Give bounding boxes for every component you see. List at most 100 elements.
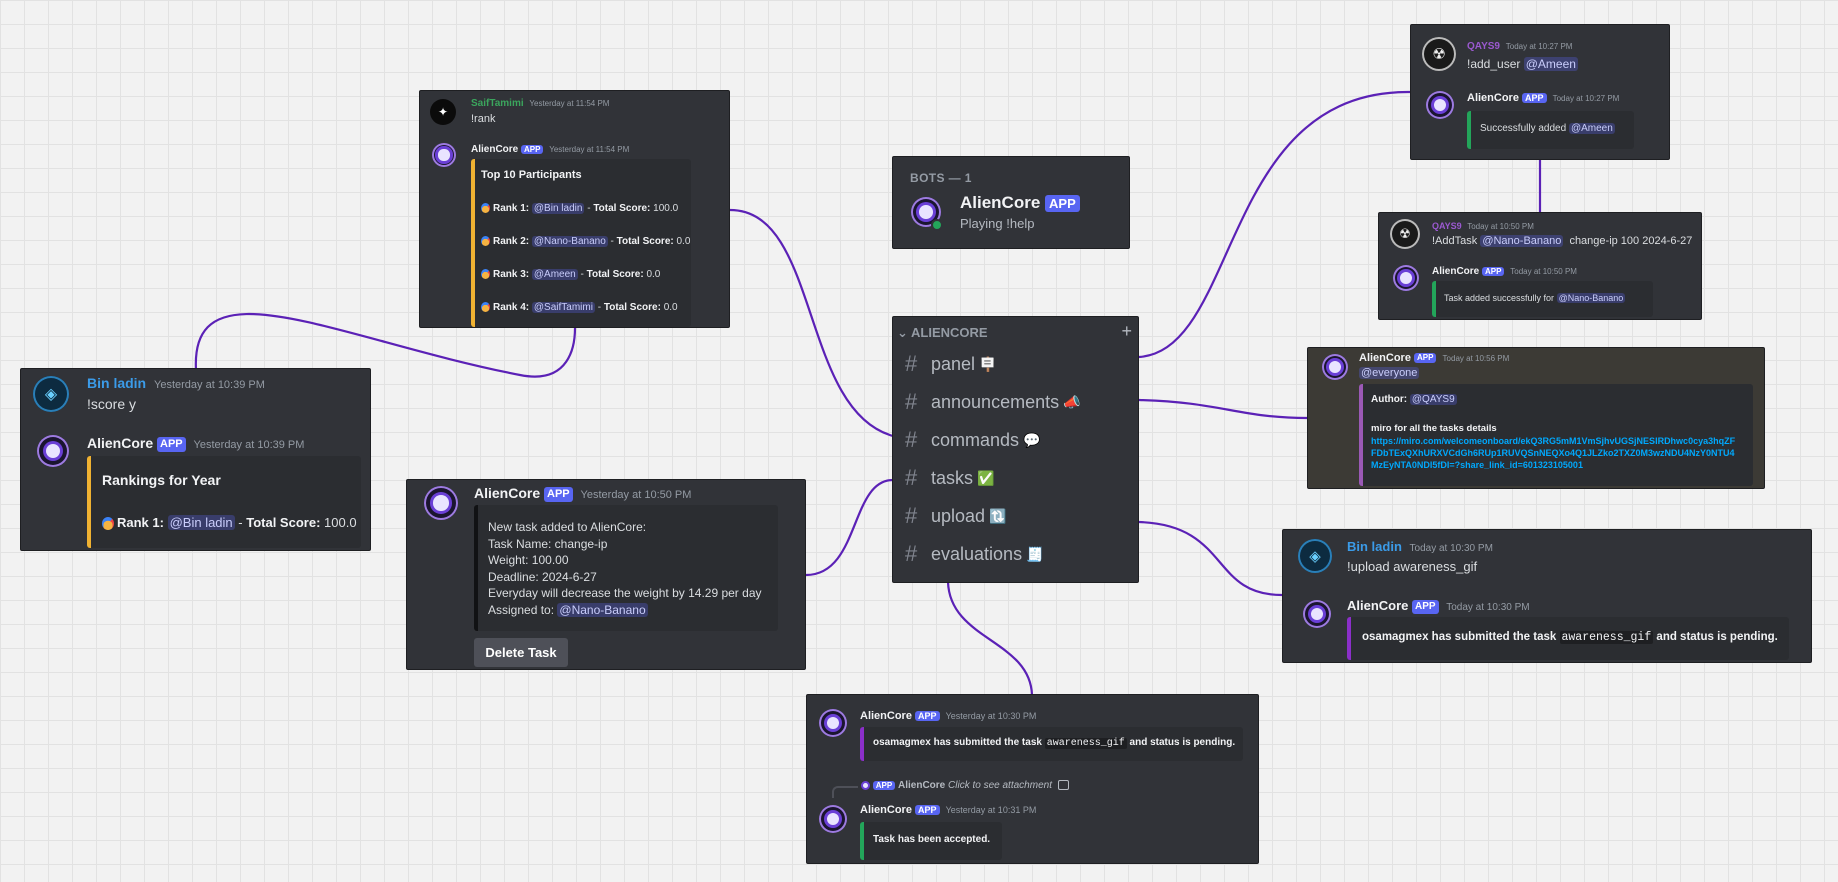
aliencore-avatar[interactable]: [424, 486, 458, 520]
rank-label: Rank 1:: [117, 515, 164, 530]
bin-ladin-avatar[interactable]: ◈: [33, 376, 69, 412]
bot-member-row[interactable]: AlienCore APP: [960, 193, 1080, 213]
timestamp: Today at 10:50 PM: [1467, 222, 1534, 231]
channel-panel[interactable]: # panel 🪧: [905, 351, 996, 377]
evaluation-card: AlienCore APP Yesterday at 10:30 PM osam…: [806, 694, 1259, 864]
connector-score-to-rank: [194, 312, 577, 378]
app-badge: APP: [544, 486, 573, 502]
everyone-tag[interactable]: @everyone: [1359, 367, 1420, 379]
announcement-card: AlienCore APP Today at 10:56 PM @everyon…: [1307, 347, 1765, 489]
aliencore-avatar[interactable]: [1393, 265, 1419, 291]
embed-title: Top 10 Participants: [481, 169, 582, 181]
user-mention[interactable]: @Ameen: [531, 269, 578, 280]
connector-channels-to-upload: [1138, 520, 1283, 597]
reply-preview[interactable]: APP AlienCore Click to see attachment: [861, 780, 1069, 791]
username[interactable]: AlienCore: [860, 804, 912, 816]
user-mention[interactable]: @QAYS9: [1409, 394, 1457, 405]
add-channel-icon[interactable]: +: [1121, 321, 1132, 341]
miro-link[interactable]: https://miro.com/welcomeonboard/ekQ3RG5m…: [1371, 436, 1736, 470]
aliencore-avatar[interactable]: [819, 805, 847, 833]
medal-icon: [481, 302, 490, 313]
timestamp: Today at 10:56 PM: [1442, 354, 1510, 363]
message-text: !score y: [87, 396, 137, 412]
message-text: !add_user @Ameen: [1467, 57, 1578, 71]
submission-embed: osamagmex has submitted the task awarene…: [860, 727, 1243, 761]
rank-command-card: ✦ SaifTamimi Yesterday at 11:54 PM !rank…: [419, 90, 730, 328]
bots-header: BOTS — 1: [910, 171, 972, 185]
score-value: 100.0: [324, 515, 357, 530]
username[interactable]: AlienCore: [1359, 352, 1411, 364]
username[interactable]: Bin ladin: [87, 375, 147, 391]
app-badge: APP: [1412, 599, 1439, 614]
aliencore-avatar[interactable]: [1322, 354, 1348, 380]
connector-rank-to-channels: [729, 208, 894, 438]
timestamp: Today at 10:27 PM: [1505, 42, 1573, 51]
user-mention[interactable]: @Nano-Banano: [1556, 293, 1626, 303]
user-mention[interactable]: @Ameen: [1523, 57, 1578, 71]
chevron-down-icon: ⌄: [897, 325, 908, 340]
timestamp: Yesterday at 10:50 PM: [580, 489, 692, 501]
task-line: Weight: 100.00: [488, 553, 569, 567]
username[interactable]: Bin ladin: [1347, 539, 1402, 554]
aliencore-avatar[interactable]: [819, 709, 847, 737]
username[interactable]: AlienCore: [1347, 598, 1409, 613]
username[interactable]: AlienCore: [474, 485, 541, 501]
image-icon: [1057, 780, 1069, 791]
aliencore-avatar[interactable]: [37, 435, 69, 467]
username[interactable]: AlienCore: [1432, 266, 1480, 277]
user-mention[interactable]: @Nano-Banano: [531, 236, 608, 247]
channel-announcements[interactable]: # announcements 📣: [905, 389, 1081, 415]
timestamp: Yesterday at 10:30 PM: [945, 711, 1037, 721]
assigned-label: Assigned to:: [488, 602, 555, 617]
message-header: SaifTamimi Yesterday at 11:54 PM: [471, 98, 609, 109]
add-task-card: ☢ QAYS9 Today at 10:50 PM !AddTask @Nano…: [1378, 212, 1702, 320]
user-mention[interactable]: @Bin ladin: [531, 203, 585, 214]
add-user-embed: Successfully added @Ameen: [1467, 111, 1634, 149]
channel-commands[interactable]: # commands 💬: [905, 427, 1040, 453]
bot-member-name: AlienCore: [960, 193, 1041, 212]
user-mention[interactable]: @Ameen: [1568, 123, 1615, 134]
username[interactable]: QAYS9: [1467, 41, 1500, 52]
user-mention[interactable]: @Bin ladin: [167, 515, 235, 530]
channel-evaluations[interactable]: # evaluations 🧾: [905, 541, 1044, 567]
rank-row: Rank 4: @SaifTamimi - Total Score: 0.0: [481, 302, 678, 313]
rank-embed: Top 10 Participants Rank 1: @Bin ladin -…: [471, 159, 691, 327]
bot-member-status: Playing !help: [960, 216, 1035, 231]
channel-list-card: ⌄ ALIENCORE + # panel 🪧 # announcements …: [892, 316, 1139, 583]
username[interactable]: AlienCore: [860, 710, 912, 722]
score-value: 100.0: [653, 203, 679, 214]
aliencore-avatar[interactable]: [1303, 600, 1331, 628]
add-user-card: ☢ QAYS9 Today at 10:27 PM !add_user @Ame…: [1410, 24, 1670, 160]
user-mention[interactable]: @SaifTamimi: [531, 302, 595, 313]
user-mention[interactable]: @Nano-Banano: [557, 602, 648, 617]
bin-ladin-avatar[interactable]: ◈: [1298, 539, 1332, 573]
username[interactable]: AlienCore: [471, 144, 519, 155]
everyone-mention: @everyone: [1359, 367, 1420, 379]
username[interactable]: AlienCore: [87, 435, 154, 451]
username[interactable]: AlienCore: [1467, 92, 1519, 104]
medal-icon: [102, 517, 114, 531]
username[interactable]: SaifTamimi: [471, 98, 524, 109]
delete-task-button[interactable]: Delete Task: [474, 638, 568, 667]
message-text: !upload awareness_gif: [1347, 559, 1478, 574]
user-mention[interactable]: @Nano-Banano: [1480, 235, 1564, 247]
saiftamimi-avatar[interactable]: ✦: [430, 99, 456, 125]
app-badge: APP: [1414, 353, 1437, 363]
aliencore-avatar[interactable]: [1426, 91, 1454, 119]
author-row: Author: @QAYS9: [1371, 394, 1457, 405]
qays9-avatar[interactable]: ☢: [1422, 37, 1456, 71]
channel-tasks[interactable]: # tasks ✅: [905, 465, 994, 491]
username[interactable]: QAYS9: [1432, 221, 1462, 231]
task-line: Assigned to: @Nano-Banano: [488, 602, 762, 619]
qays9-avatar[interactable]: ☢: [1390, 219, 1420, 249]
category-header[interactable]: ⌄ ALIENCORE: [897, 325, 988, 341]
task-code: awareness_gif: [1559, 631, 1654, 644]
channel-upload[interactable]: # upload 🔃: [905, 503, 1007, 529]
channel-name: announcements: [931, 391, 1060, 412]
submission-suffix: and status is pending.: [1129, 737, 1236, 748]
connector-channels-to-adduser: [1138, 90, 1411, 359]
timestamp: Yesterday at 10:39 PM: [154, 379, 265, 391]
aliencore-avatar[interactable]: [432, 143, 456, 167]
rank-row: Rank 1: @Bin ladin - Total Score: 100.0: [481, 203, 678, 214]
message-text: !rank: [471, 113, 496, 125]
